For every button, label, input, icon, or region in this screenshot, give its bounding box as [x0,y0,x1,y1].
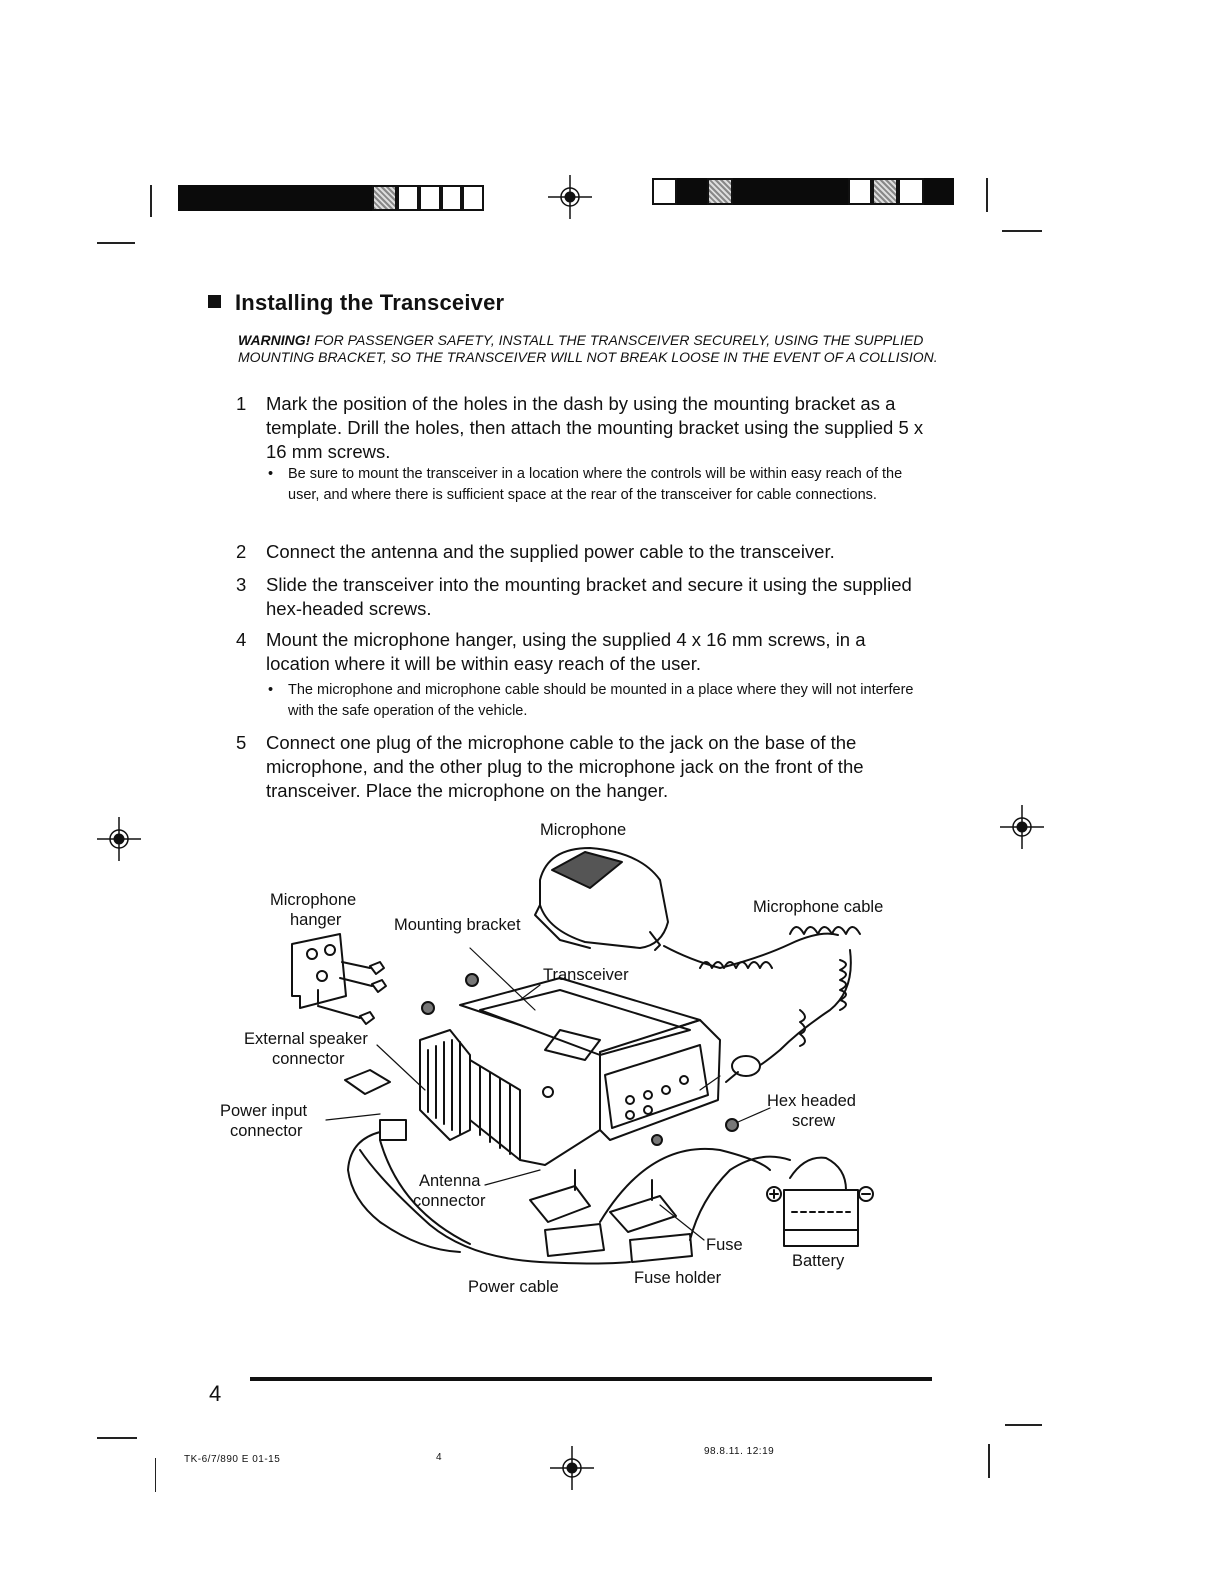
section-title-text: Installing the Transceiver [235,290,505,315]
crop-mark-right-vertical [986,178,988,212]
label-antenna-line2: connector [413,1192,486,1210]
warning-text: FOR PASSENGER SAFETY, INSTALL THE TRANSC… [238,332,938,365]
step-text: Slide the transceiver into the mounting … [266,574,912,619]
label-mounting-bracket: Mounting bracket [394,916,521,934]
bullet-dot-icon: • [268,466,274,482]
footer-doc-code: TK-6/7/890 E 01-15 [184,1454,281,1465]
registration-mark-right-icon [1000,805,1044,849]
microphone-hanger-icon [291,933,387,1025]
bullet-note-2: • The microphone and microphone cable sh… [268,680,928,722]
bullet-text: Be sure to mount the transceiver in a lo… [288,466,903,503]
step-number: 3 [236,574,247,595]
label-microphone-cable: Microphone cable [753,898,884,916]
step-number: 5 [236,732,247,753]
speaker-plug-icon [344,1069,391,1095]
label-fuse-holder: Fuse holder [634,1269,722,1287]
label-antenna-line1: Antenna [419,1172,481,1190]
section-title: Installing the Transceiver [208,290,504,316]
label-external-speaker-line2: connector [272,1050,345,1068]
transceiver-icon [419,973,721,1166]
microphone-cable-icon [663,926,861,1083]
crop-mark-left-vertical [150,185,152,217]
step-text: Connect one plug of the microphone cable… [266,732,864,801]
step-number: 4 [236,629,247,650]
power-cable-icon [347,1119,791,1265]
step-5: 5 Connect one plug of the microphone cab… [236,731,926,803]
footer-center-number: 4 [436,1452,443,1463]
registration-mark-bottom-icon [550,1446,594,1490]
registration-mark-top-icon [548,175,592,219]
step-text: Connect the antenna and the supplied pow… [266,541,835,562]
crop-mark-bottom-right-horizontal [1005,1424,1042,1426]
label-hex-screw-line1: Hex headed [767,1092,856,1110]
label-power-input-line2: connector [230,1122,303,1140]
label-hex-screw-line2: screw [792,1112,836,1130]
label-fuse: Fuse [706,1236,743,1254]
step-text: Mark the position of the holes in the da… [266,393,924,462]
crop-mark-bottom-right-vertical [988,1444,990,1478]
warning-lead: WARNING! [238,332,311,348]
hex-screw-icon [725,1118,739,1132]
microphone-icon [534,847,669,951]
step-4: 4 Mount the microphone hanger, using the… [236,628,926,676]
bullet-note-1: • Be sure to mount the transceiver in a … [268,464,928,506]
crop-mark-bottom-left-vertical [155,1458,156,1492]
step-1: 1 Mark the position of the holes in the … [236,392,926,464]
label-microphone-hanger-line2: hanger [290,911,342,929]
battery-icon [766,1156,874,1247]
crop-mark-left-horizontal [97,242,135,244]
label-power-input-line1: Power input [220,1102,308,1120]
crop-mark-right-horizontal [1002,230,1042,232]
label-power-cable: Power cable [468,1278,559,1296]
bullet-text: The microphone and microphone cable shou… [288,682,914,719]
footer-rule [250,1377,932,1381]
bullet-dot-icon: • [268,682,274,698]
step-3: 3 Slide the transceiver into the mountin… [236,573,926,621]
label-battery: Battery [792,1252,845,1270]
step-2: 2 Connect the antenna and the supplied p… [236,540,926,564]
footer-timestamp: 98.8.11. 12:19 [704,1446,775,1457]
crop-mark-bottom-left-horizontal [97,1437,137,1439]
step-text: Mount the microphone hanger, using the s… [266,629,866,674]
label-external-speaker-line1: External speaker [244,1030,368,1048]
label-microphone-hanger-line1: Microphone [270,891,357,909]
label-transceiver: Transceiver [543,966,629,984]
page-number: 4 [209,1381,222,1406]
warning-note: WARNING! FOR PASSENGER SAFETY, INSTALL T… [238,332,938,366]
registration-mark-left-icon [97,817,141,861]
step-number: 1 [236,393,247,414]
step-number: 2 [236,541,247,562]
title-bullet-icon [208,295,221,308]
label-microphone: Microphone [540,821,627,839]
